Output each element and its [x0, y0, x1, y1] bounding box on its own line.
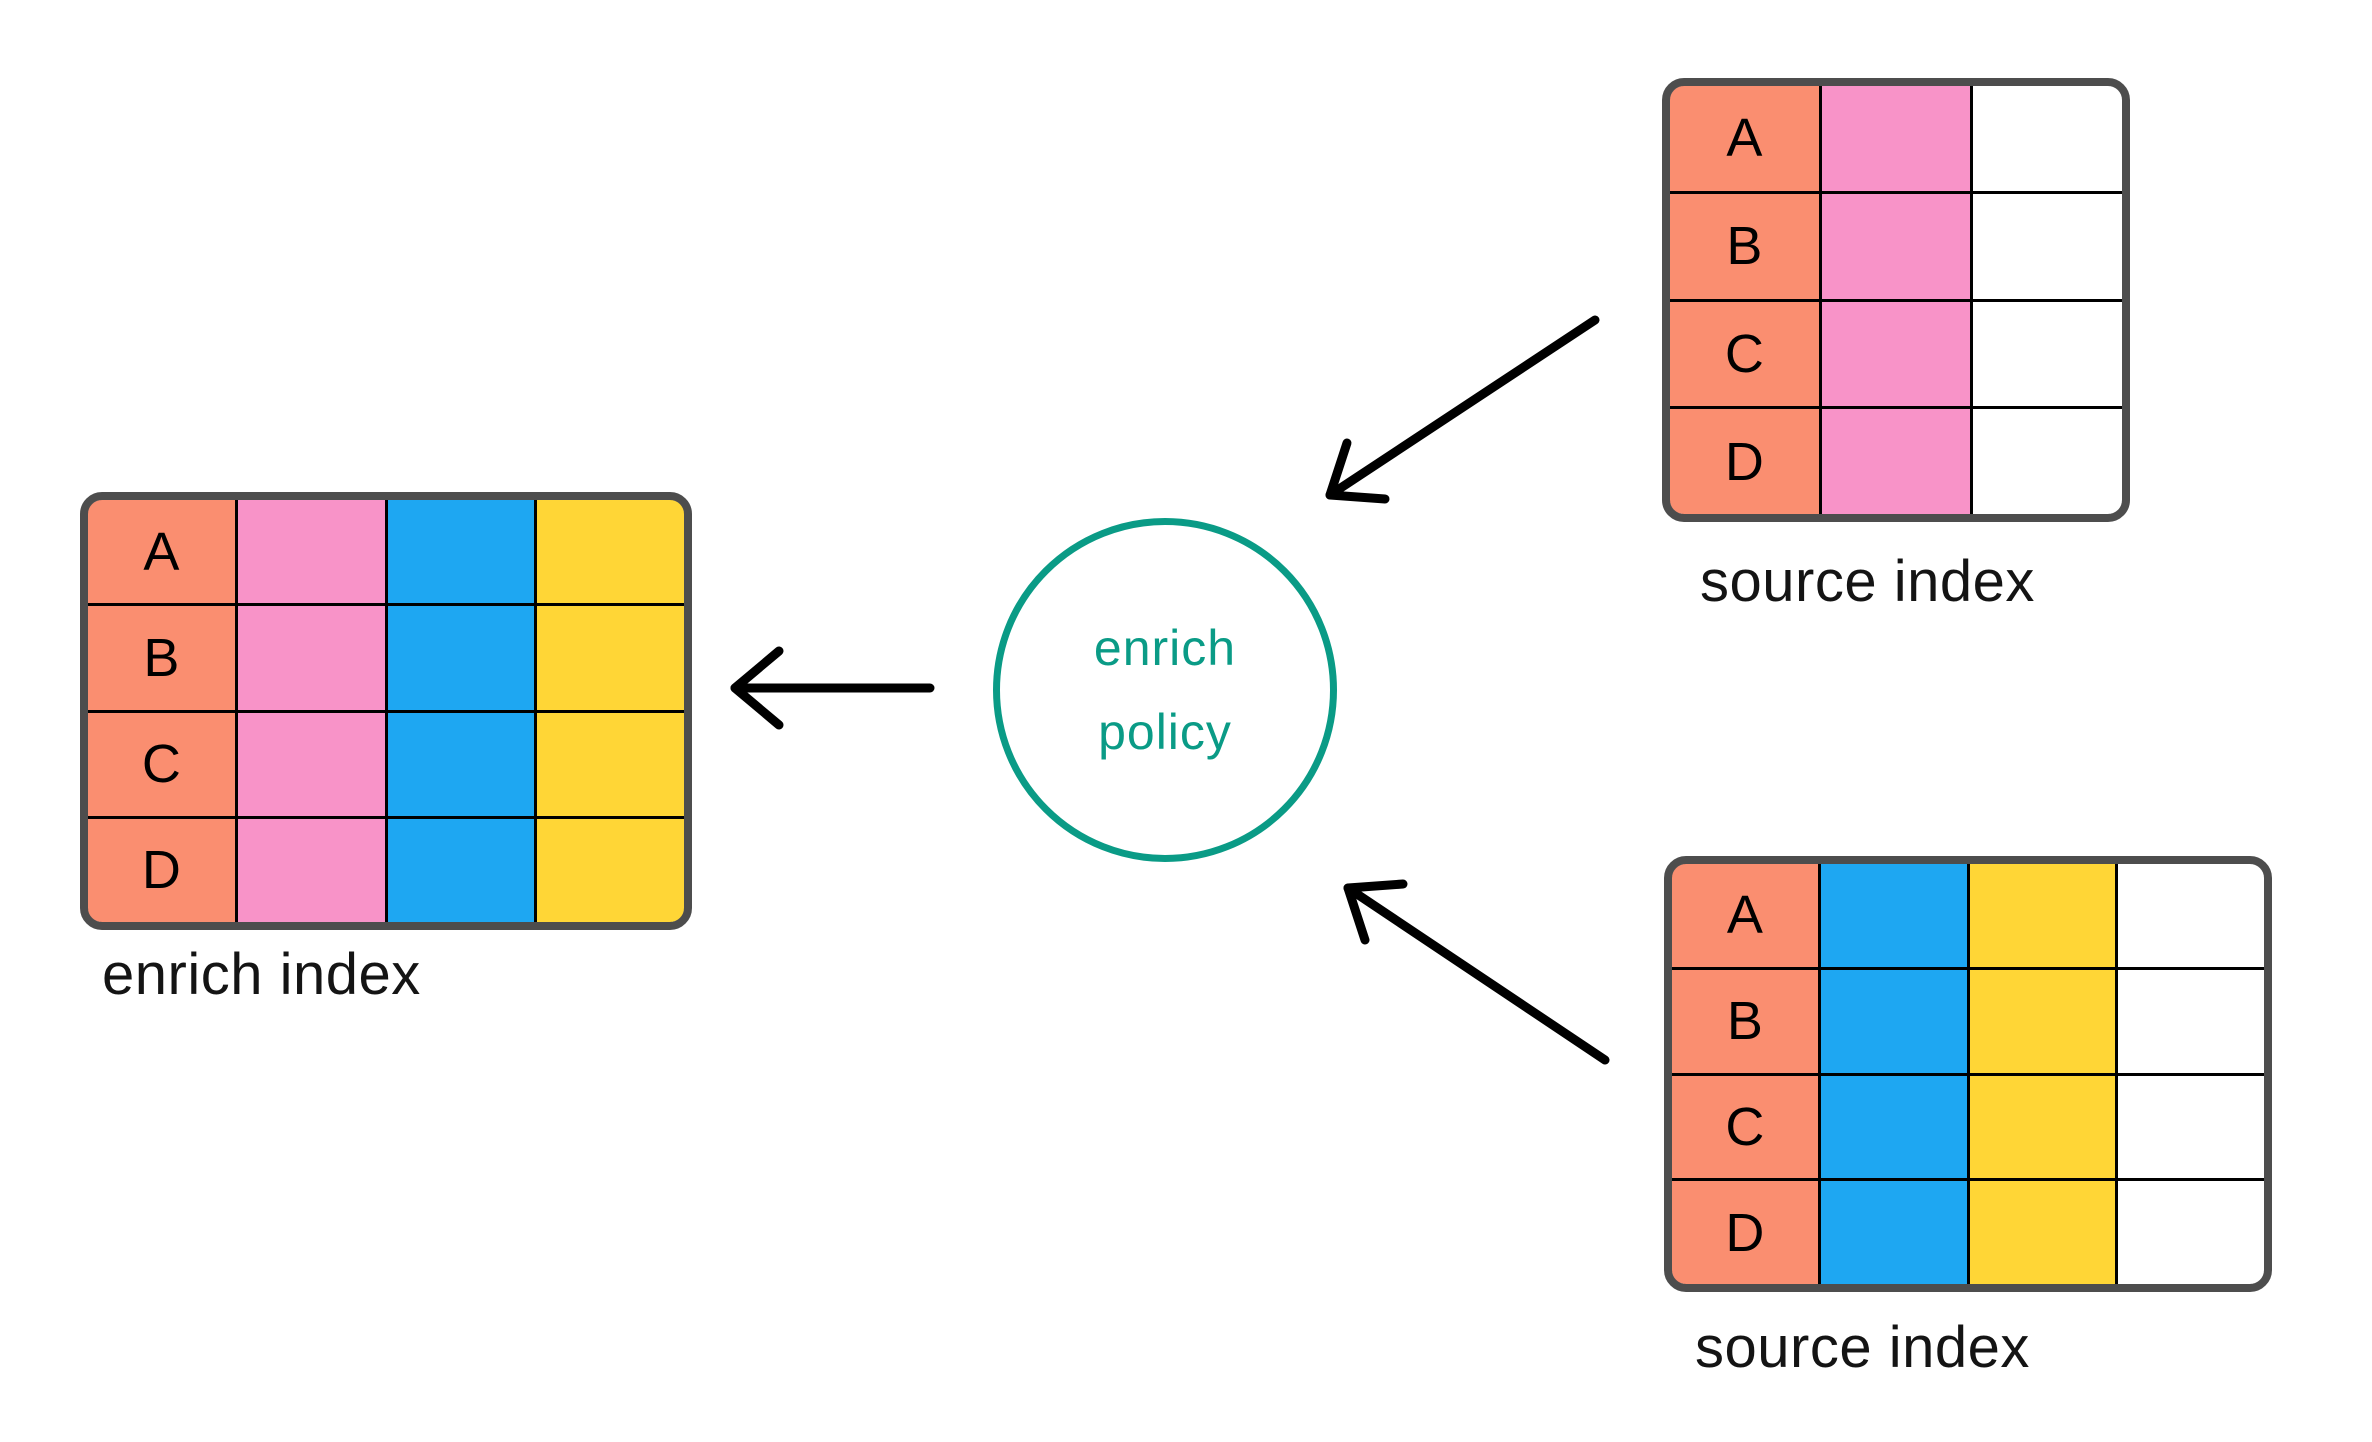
source-index-bottom-cell-r2c3 [1969, 969, 2116, 1073]
source-index-top-cell-r2c3 [1973, 193, 2122, 299]
enrich-index-cell-r3c3 [387, 712, 535, 816]
enrich-index-cell-r1c2 [237, 500, 385, 604]
enrich-index-cell-r2c4 [537, 606, 684, 710]
enrich-index-label: enrich index [102, 942, 421, 1007]
arrow-source-bottom-to-policy-icon [1343, 879, 1610, 1065]
source-index-bottom-cell-r4c4 [2118, 1181, 2264, 1284]
source-index-top-row-label-A: A [1670, 86, 1819, 191]
source-index-bottom-cell-r3c4 [2118, 1075, 2264, 1179]
source-index-top-cell-r4c2 [1821, 409, 1971, 514]
source-index-top-cell-r4c3 [1973, 409, 2122, 514]
enrich-policy-node: enrich policy [993, 518, 1337, 862]
enrich-index-row-label-C: C [88, 712, 235, 816]
source-index-bottom-cell-r2c4 [2118, 969, 2264, 1073]
enrich-index-cell-r4c2 [237, 818, 385, 922]
source-index-bottom-cell-r4c2 [1820, 1181, 1967, 1284]
source-index-bottom-cell-r3c3 [1969, 1075, 2116, 1179]
enrich-index-cell-r4c3 [387, 818, 535, 922]
arrow-source-top-to-policy-icon [1325, 315, 1600, 504]
source-index-top-label: source index [1700, 549, 2035, 614]
source-index-bottom-cell-r1c4 [2118, 864, 2264, 967]
source-index-top-cell-r2c2 [1821, 193, 1971, 299]
source-index-bottom-row-label-A: A [1672, 864, 1818, 967]
source-index-top-cell-r1c3 [1973, 86, 2122, 191]
enrich-index-cell-r1c4 [537, 500, 684, 604]
enrich-index-cell-r2c3 [387, 606, 535, 710]
source-index-top-row-label-C: C [1670, 301, 1819, 407]
enrich-index-cell-r3c4 [537, 712, 684, 816]
arrow-policy-to-enrich-index-icon [730, 646, 935, 730]
source-index-bottom-row-label-B: B [1672, 969, 1818, 1073]
enrich-index-cell-r4c4 [537, 818, 684, 922]
enrich-index-row-label-A: A [88, 500, 235, 604]
source-index-bottom-row-label-D: D [1672, 1181, 1818, 1284]
source-index-bottom-cell-r1c3 [1969, 864, 2116, 967]
enrich-index-row-label-B: B [88, 606, 235, 710]
source-index-bottom-label: source index [1695, 1315, 2030, 1380]
enrich-index-cell-r2c2 [237, 606, 385, 710]
source-index-bottom-cell-r4c3 [1969, 1181, 2116, 1284]
enrich-policy-label-line1: enrich [1093, 620, 1237, 676]
source-index-top-row-label-D: D [1670, 409, 1819, 514]
source-index-top-cell-r3c2 [1821, 301, 1971, 407]
source-index-top-cell-r3c3 [1973, 301, 2122, 407]
enrich-policy-label-line2: policy [1098, 704, 1232, 760]
source-index-bottom-cell-r1c2 [1820, 864, 1967, 967]
enrich-index-cell-r1c3 [387, 500, 535, 604]
enrich-index-row-label-D: D [88, 818, 235, 922]
source-index-bottom-cell-r2c2 [1820, 969, 1967, 1073]
source-index-bottom-cell-r3c2 [1820, 1075, 1967, 1179]
source-index-top-row-label-B: B [1670, 193, 1819, 299]
source-index-bottom-row-label-C: C [1672, 1075, 1818, 1179]
source-index-top-cell-r1c2 [1821, 86, 1971, 191]
enrich-index-cell-r3c2 [237, 712, 385, 816]
